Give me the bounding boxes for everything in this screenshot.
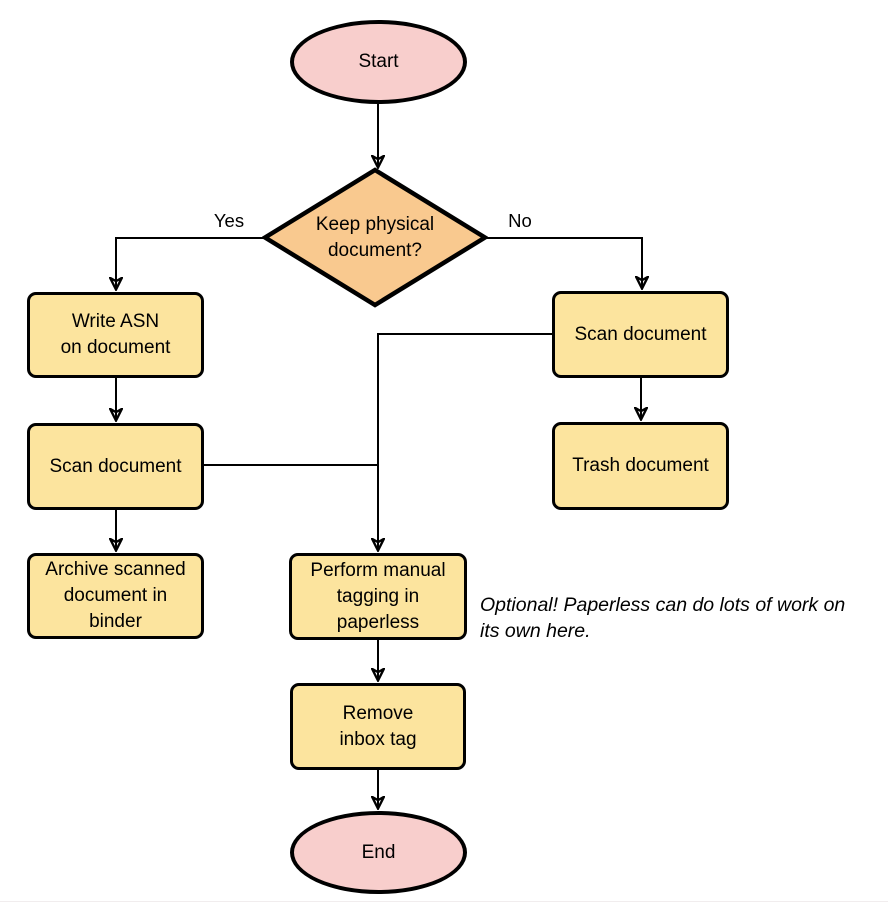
end-node: End bbox=[290, 811, 467, 894]
remove-inbox-tag-label: Remove inbox tag bbox=[339, 702, 417, 750]
end-label: End bbox=[361, 841, 396, 863]
yes-edge-label: Yes bbox=[213, 210, 245, 231]
archive-node: Archive scanned document in binder bbox=[27, 553, 204, 639]
write-asn-label: Write ASN on document bbox=[60, 311, 171, 358]
decision-label: Keep physical document? bbox=[315, 213, 435, 261]
scan-document-keep-label: Scan document bbox=[49, 455, 182, 477]
edge-scan-discard-to-tagging bbox=[378, 333, 552, 550]
edge-decision-yes-to-write-asn bbox=[116, 237, 264, 289]
edge-decision-no-to-scan bbox=[485, 237, 642, 288]
annotation-text: Optional! Paperless can do lots of work … bbox=[480, 594, 846, 642]
write-asn-node: Write ASN on document bbox=[27, 292, 204, 378]
start-node: Start bbox=[290, 20, 467, 104]
bottom-divider bbox=[0, 901, 888, 902]
scan-document-discard-label: Scan document bbox=[574, 323, 707, 345]
trash-document-label: Trash document bbox=[572, 455, 709, 476]
start-label: Start bbox=[358, 51, 399, 72]
remove-inbox-tag-node: Remove inbox tag bbox=[290, 683, 466, 770]
scan-document-discard-node: Scan document bbox=[552, 291, 729, 378]
decision-node: Keep physical document? bbox=[262, 167, 488, 308]
manual-tagging-label: Perform manual tagging in paperless bbox=[310, 559, 446, 633]
trash-document-node: Trash document bbox=[552, 422, 729, 510]
scan-document-keep-node: Scan document bbox=[27, 423, 204, 510]
archive-label: Archive scanned document in binder bbox=[45, 559, 186, 632]
no-edge-label: No bbox=[508, 210, 532, 231]
manual-tagging-node: Perform manual tagging in paperless bbox=[289, 553, 467, 640]
decision-diamond-shape bbox=[262, 167, 488, 308]
